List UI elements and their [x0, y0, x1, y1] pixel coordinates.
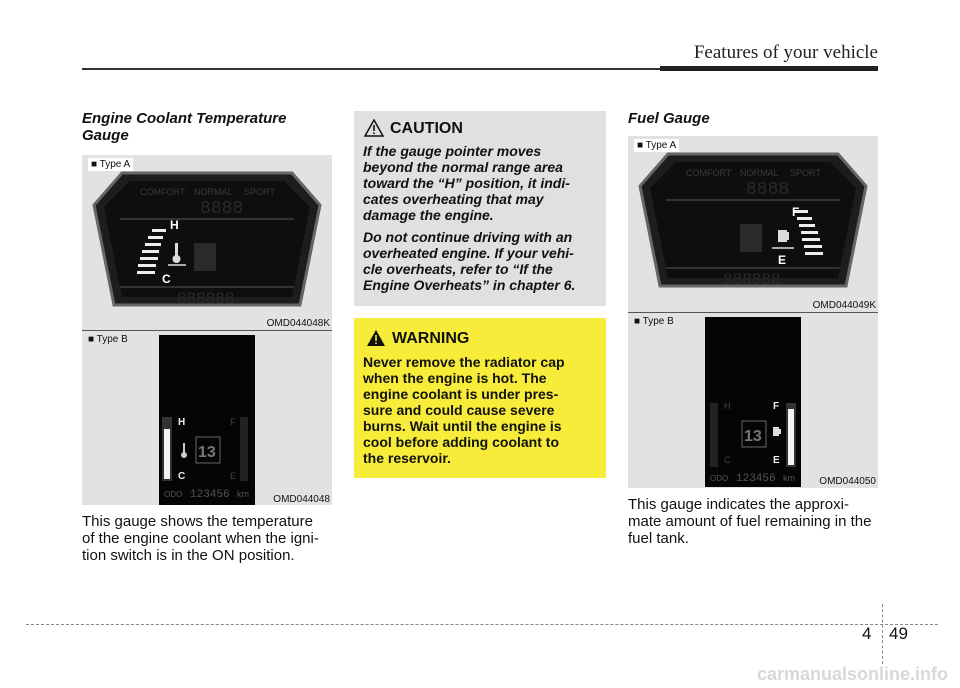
mode-normal-text: NORMAL	[194, 187, 233, 197]
caution-p1-line: damage the engine.	[363, 207, 494, 223]
odo-label: ODO	[164, 490, 182, 499]
odo-unit: km	[237, 489, 249, 499]
coolant-type-a-figure: COMFORT NORMAL SPORT 8888 888888 H C	[82, 155, 332, 330]
fuel-figure-divider	[628, 312, 878, 313]
warning-line: cool before adding coolant to	[363, 434, 559, 450]
warning-triangle-icon	[364, 119, 384, 137]
odo-digits: 123456	[190, 489, 230, 501]
coolant-desc-line-2: of the engine coolant when the igni-	[82, 530, 319, 547]
mode-comfort-text: COMFORT	[140, 187, 186, 197]
warning-box: WARNING Never remove the radiator cap wh…	[354, 318, 606, 478]
footer-rule	[26, 624, 938, 625]
gear-indicator: 13	[744, 428, 762, 445]
coolant-figure-a-code: OMD044048K	[266, 318, 330, 329]
coolant-title-line-1: Engine Coolant Temperature	[82, 110, 287, 127]
warning-line: burns. Wait until the engine is	[363, 418, 562, 434]
odo-label: ODO	[710, 474, 728, 483]
gauge-e-label-b: E	[773, 455, 780, 466]
fuel-pump-icon-b	[773, 427, 781, 436]
gear-indicator: 13	[198, 444, 216, 461]
caution-paragraph-1: If the gauge pointer moves beyond the no…	[363, 143, 599, 223]
warning-line: engine coolant is under pres-	[363, 386, 559, 402]
coolant-type-b-label: ■ Type B	[88, 334, 128, 345]
warning-paragraph: Never remove the radiator cap when the e…	[363, 354, 599, 466]
gauge-e-label-b: E	[230, 471, 236, 481]
gauge-h-label: H	[170, 218, 179, 232]
trip-digits: 888888	[177, 290, 235, 308]
gauge-e-label: E	[778, 253, 786, 267]
warning-line: the reservoir.	[363, 450, 451, 466]
coolant-type-a-label: ■ Type A	[88, 158, 134, 171]
warning-triangle-icon	[367, 330, 385, 346]
fuel-type-b-figure: H C F E 13 ODO 123456 km	[628, 313, 878, 488]
mode-normal-text: NORMAL	[740, 168, 779, 178]
fuel-type-a-figure: COMFORT NORMAL SPORT 8888 888888 F E	[628, 136, 878, 312]
thermometer-icon	[168, 243, 186, 266]
coolant-figure-b-code: OMD044048	[273, 494, 330, 505]
page-number: 49	[889, 624, 908, 643]
caution-p1-line: beyond the normal range area	[363, 159, 563, 175]
fuel-desc-line-3: fuel tank.	[628, 530, 689, 547]
header-rule-accent	[660, 66, 878, 71]
coolant-cluster-b-illustration: H C F E 13 ODO 123456 km	[159, 335, 255, 505]
page-chapter-number: 4	[862, 624, 872, 643]
footer-separator	[882, 604, 883, 664]
gauge-f-label: F	[792, 205, 799, 219]
fuel-desc-line-2: mate amount of fuel remaining in the	[628, 513, 872, 530]
caution-p1-line: cates overheating that may	[363, 191, 544, 207]
fuel-desc-line-1: This gauge indicates the approxi-	[628, 496, 849, 513]
coolant-desc-line-1: This gauge shows the temperature	[82, 513, 313, 530]
speed-digits: 8888	[200, 199, 243, 219]
fuel-pump-icon	[772, 230, 794, 249]
coolant-gauge-bars	[137, 229, 166, 274]
gauge-c-label: C	[162, 272, 171, 286]
fuel-cluster-b-illustration: H C F E 13 ODO 123456 km	[705, 317, 801, 487]
fuel-figure-b-code: OMD044050	[819, 476, 876, 487]
thermometer-icon-b	[181, 443, 187, 458]
gauge-h-label-b: H	[178, 417, 185, 428]
mode-sport-text: SPORT	[244, 187, 275, 197]
caution-p2-line: Do not continue driving with an	[363, 229, 573, 245]
caution-p1-line: If the gauge pointer moves	[363, 143, 542, 159]
trip-digits: 888888	[723, 271, 781, 289]
gauge-h-label-b: H	[724, 401, 731, 411]
fuel-gauge-bars	[794, 210, 823, 255]
caution-p2-line: Engine Overheats” in chapter 6.	[363, 277, 576, 293]
coolant-description: This gauge shows the temperature of the …	[82, 513, 337, 564]
warning-line: Never remove the radiator cap	[363, 354, 565, 370]
coolant-section-title: Engine Coolant Temperature Gauge	[82, 110, 322, 144]
fuel-description: This gauge indicates the approxi- mate a…	[628, 496, 883, 547]
gauge-c-label-b: C	[724, 455, 731, 465]
fuel-type-a-label: ■ Type A	[634, 139, 680, 152]
gauge-f-label-b: F	[230, 417, 236, 427]
coolant-title-line-2: Gauge	[82, 127, 129, 144]
speed-digits: 8888	[746, 180, 789, 200]
fuel-section-title: Fuel Gauge	[628, 110, 710, 127]
odo-unit: km	[783, 473, 795, 483]
gauge-c-label-b: C	[178, 471, 185, 482]
watermark-text: carmanualsonline.info	[756, 664, 948, 684]
gauge-f-label-b: F	[773, 401, 779, 412]
coolant-desc-line-3: tion switch is in the ON position.	[82, 547, 295, 564]
section-header-title: Features of your vehicle	[693, 42, 878, 63]
coolant-type-b-figure: H C F E 13 ODO 123456 km	[82, 331, 332, 505]
fuel-cluster-a-illustration: COMFORT NORMAL SPORT 8888 888888 F E	[638, 152, 868, 289]
header-rule	[82, 68, 878, 70]
caution-title: CAUTION	[390, 120, 463, 137]
caution-p2-line: cle overheats, refer to “If the	[363, 261, 553, 277]
mode-sport-text: SPORT	[790, 168, 821, 178]
caution-p2-line: overheated engine. If your vehi-	[363, 245, 574, 261]
odo-digits: 123456	[736, 473, 776, 485]
caution-paragraph-2: Do not continue driving with an overheat…	[363, 229, 599, 293]
fuel-type-b-label: ■ Type B	[634, 316, 674, 327]
warning-line: when the engine is hot. The	[363, 370, 547, 386]
warning-title: WARNING	[392, 330, 470, 347]
fuel-figure-a-code: OMD044049K	[812, 300, 876, 311]
mode-comfort-text: COMFORT	[686, 168, 732, 178]
caution-p1-line: toward the “H” position, it indi-	[363, 175, 570, 191]
coolant-figure-divider	[82, 330, 332, 331]
coolant-cluster-a-illustration: COMFORT NORMAL SPORT 8888 888888 H C	[92, 171, 322, 308]
caution-box: CAUTION If the gauge pointer moves beyon…	[354, 111, 606, 306]
warning-line: sure and could cause severe	[363, 402, 555, 418]
